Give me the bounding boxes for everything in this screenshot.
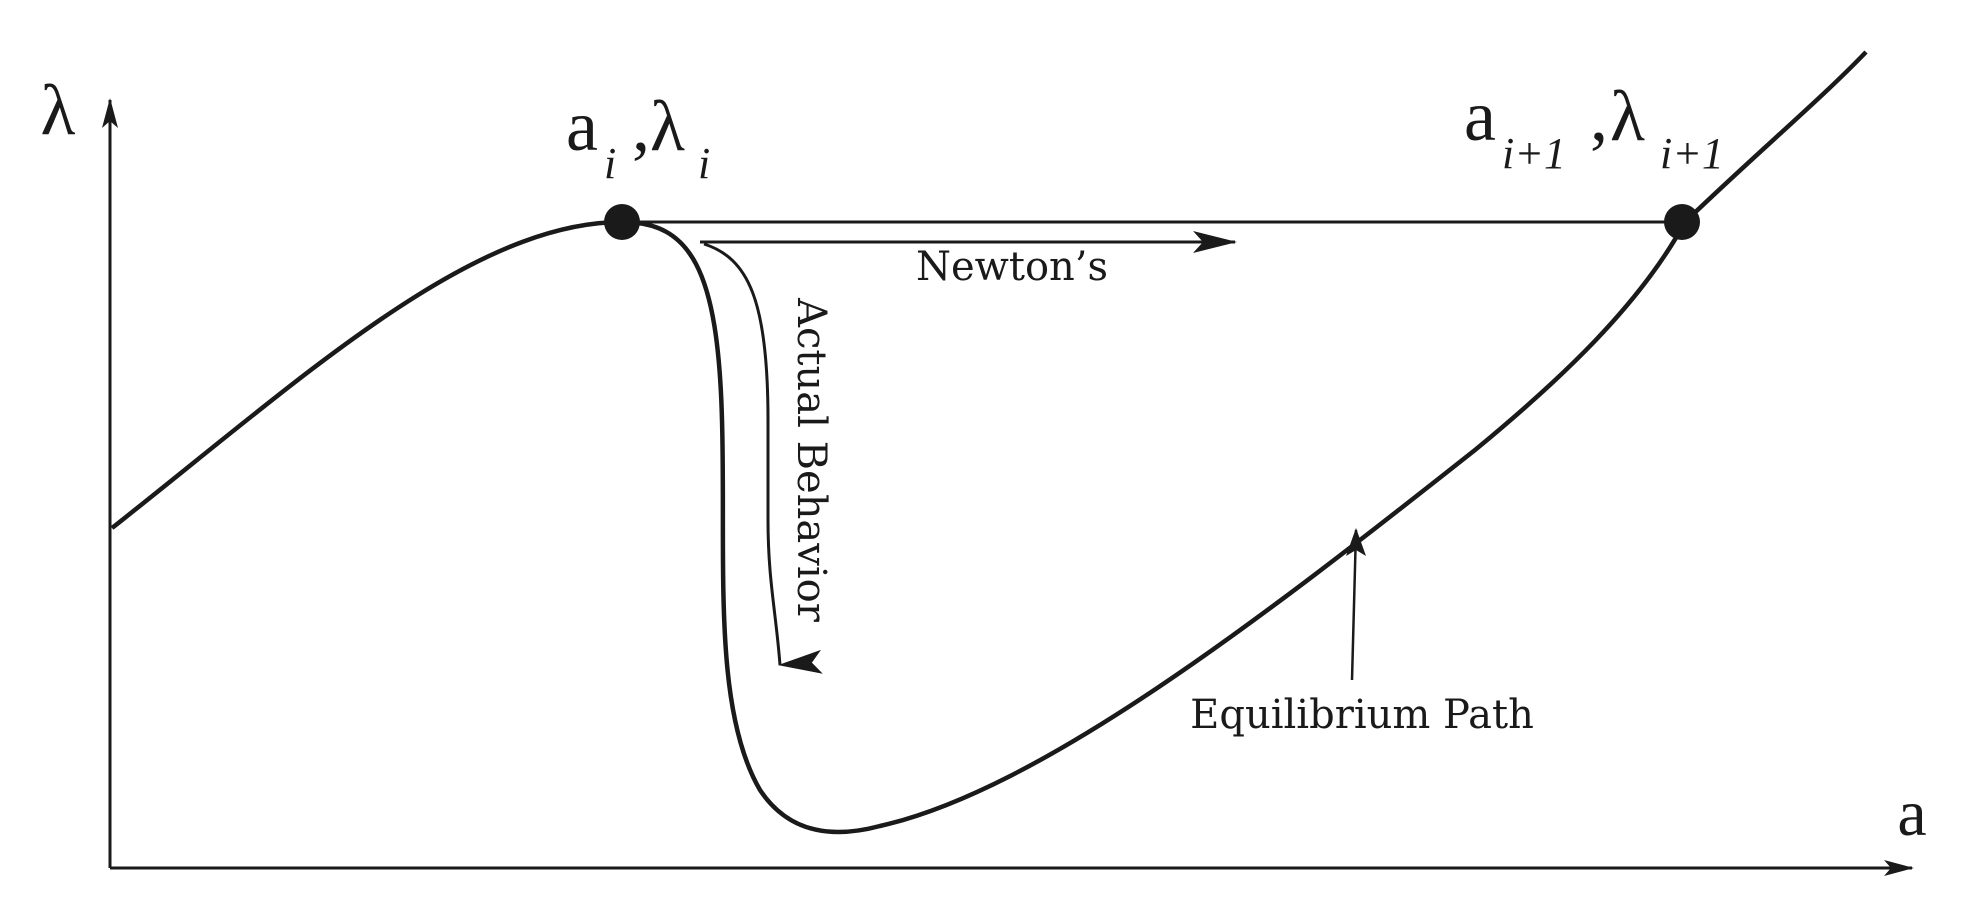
end-separator: , [1590,76,1608,156]
start-a-base: a [566,86,598,166]
end-a-base: a [1464,76,1496,156]
actual-behavior-label: Actual Behavior [788,297,834,623]
actual-behavior-arrow [703,242,823,674]
start-lambda-base: λ [650,86,685,166]
x-axis-label: a [1897,777,1926,850]
start-separator: , [632,86,650,166]
point-start-label: a i , λ i [566,86,710,188]
newton-label: Newton’s [916,244,1108,290]
equilibrium-path-curve [110,50,1868,835]
end-lambda-base: λ [1610,76,1645,156]
point-end [1664,204,1700,240]
start-lambda-sub: i [698,139,710,188]
equilibrium-pointer [1346,528,1366,681]
point-end-label: a i+1 , λ i+1 [1464,76,1724,178]
start-a-sub: i [604,139,616,188]
end-lambda-sub: i+1 [1660,129,1724,178]
equilibrium-path-label: Equilibrium Path [1190,692,1534,738]
y-axis-label: λ [41,70,76,150]
point-start [604,204,640,240]
end-a-sub: i+1 [1502,129,1566,178]
